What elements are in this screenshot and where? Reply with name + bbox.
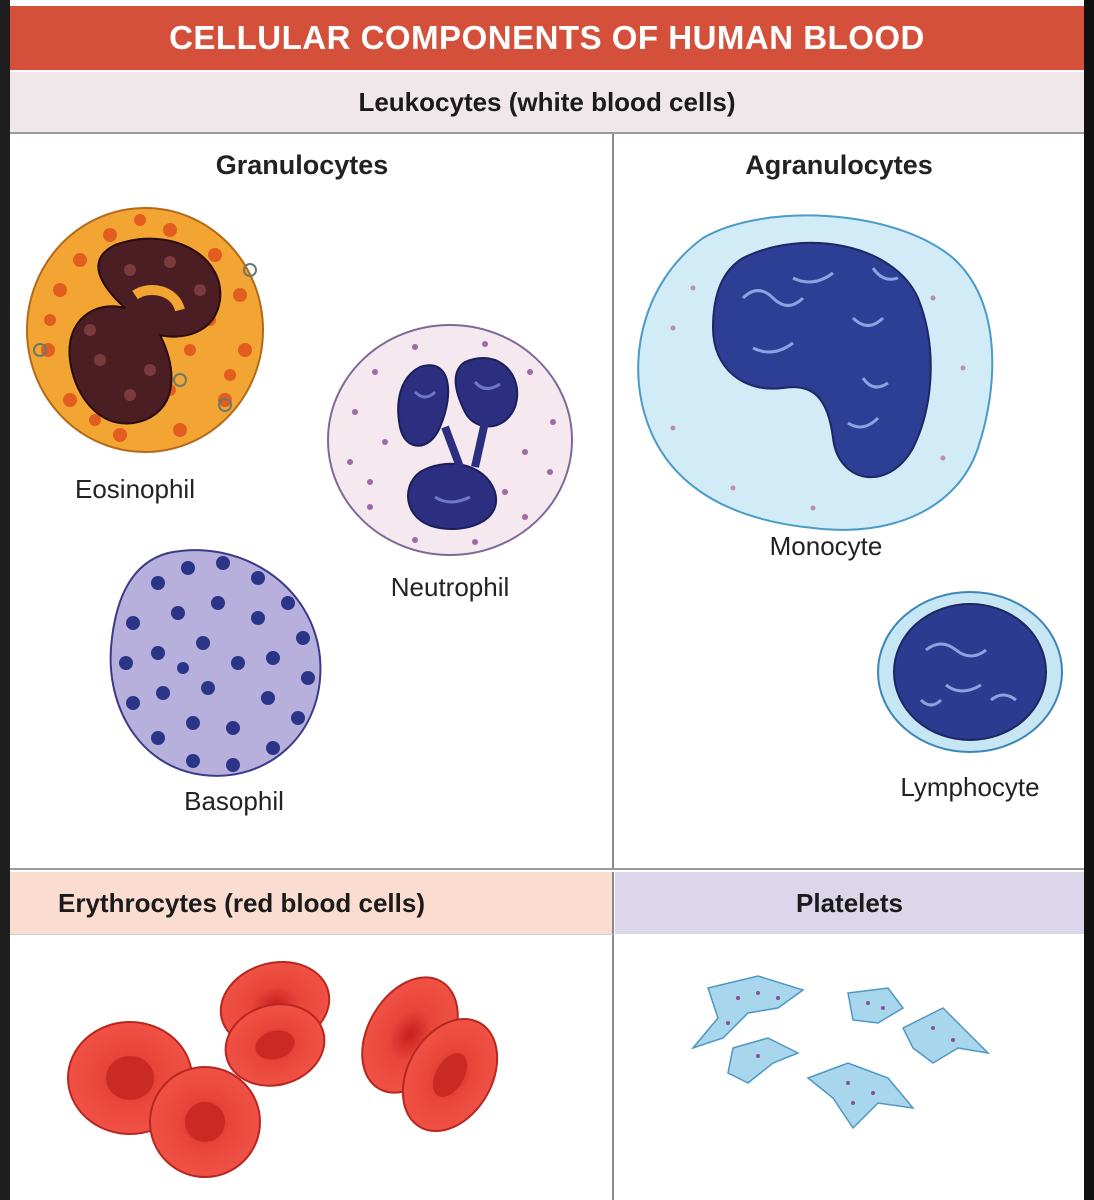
eosinophil-label: Eosinophil bbox=[75, 474, 195, 504]
basophil-label: Basophil bbox=[184, 786, 284, 816]
leukocytes-heading: Leukocytes (white blood cells) bbox=[10, 72, 1084, 134]
erythrocyte-band-rule bbox=[10, 934, 613, 935]
bottom-divider bbox=[612, 872, 614, 1200]
monocyte-illustration bbox=[637, 214, 994, 531]
right-border bbox=[1084, 0, 1094, 1200]
neutrophil-label: Neutrophil bbox=[390, 572, 510, 602]
lymphocyte-illustration bbox=[877, 591, 1063, 753]
platelets-heading: Platelets bbox=[615, 872, 1084, 934]
eosinophil-illustration bbox=[26, 207, 264, 453]
neutrophil-illustration bbox=[327, 324, 573, 556]
lymphocyte-label: Lymphocyte bbox=[900, 772, 1040, 802]
monocyte-label: Monocyte bbox=[769, 531, 883, 561]
diagram-title: CELLULAR COMPONENTS OF HUMAN BLOOD bbox=[10, 6, 1084, 70]
granulocytes-heading: Granulocytes bbox=[215, 150, 389, 180]
agranulocytes-heading: Agranulocytes bbox=[745, 150, 933, 180]
left-border bbox=[0, 0, 10, 1200]
platelets-illustration bbox=[690, 975, 991, 1130]
basophil-illustration bbox=[109, 549, 322, 777]
erythrocytes-heading: Erythrocytes (red blood cells) bbox=[10, 872, 613, 934]
erythrocytes-illustration bbox=[67, 961, 499, 1178]
section-divider bbox=[10, 868, 1084, 870]
leukocyte-divider bbox=[612, 134, 614, 870]
